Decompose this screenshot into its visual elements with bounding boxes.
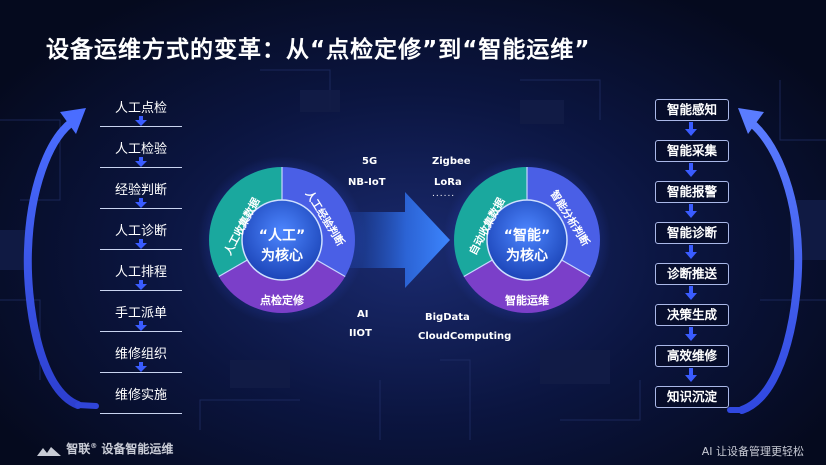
down-arrow-icon — [685, 122, 697, 136]
smart-step: 决策生成 — [649, 304, 733, 345]
tech-label-ellipsis: ...... — [432, 189, 456, 199]
smart-step: 智能报警 — [649, 181, 733, 222]
down-arrow-icon — [135, 116, 147, 126]
tech-label-lora: LoRa — [434, 177, 462, 188]
down-arrow-icon — [135, 280, 147, 290]
tech-label-iiot: IIOT — [349, 328, 372, 339]
tech-label-cloudcomputing: CloudComputing — [418, 331, 512, 342]
left-core-line2: 为核心 — [261, 247, 303, 264]
logo-brand: 智联 — [66, 442, 91, 456]
manual-step: 经验判断 — [96, 176, 186, 217]
manual-step-underline — [100, 413, 182, 414]
left-seg-bottom-label: 点检定修 — [260, 293, 305, 307]
down-arrow-icon — [685, 245, 697, 259]
manual-step-underline — [100, 331, 182, 332]
smart-step: 诊断推送 — [649, 263, 733, 304]
smart-step-label: 智能诊断 — [655, 222, 729, 244]
right-seg-bottom-label: 智能运维 — [505, 293, 549, 307]
left-core — [241, 199, 323, 281]
down-arrow-icon — [685, 204, 697, 218]
smart-step: 高效维修 — [649, 345, 733, 386]
right-core-line1: “智能” — [504, 227, 550, 244]
smart-step: 智能感知 — [649, 99, 733, 140]
down-arrow-icon — [685, 286, 697, 300]
manual-step-underline — [100, 249, 182, 250]
footer-slogan: AI 让设备管理更轻松 — [701, 445, 804, 458]
smart-step: 智能诊断 — [649, 222, 733, 263]
manual-step: 人工诊断 — [96, 217, 186, 258]
smart-step-label: 决策生成 — [655, 304, 729, 326]
manual-step-label: 人工点检 — [114, 101, 167, 116]
manual-step-underline — [100, 372, 182, 373]
down-arrow-icon — [135, 321, 147, 331]
manual-step-underline — [100, 208, 182, 209]
manual-step-label: 人工排程 — [114, 265, 167, 280]
tech-label-bigdata: BigData — [425, 312, 470, 323]
manual-process-list: 人工点检人工检验经验判断人工诊断人工排程手工派单维修组织维修实施 — [96, 94, 186, 422]
smart-step-label: 知识沉淀 — [655, 386, 729, 408]
manual-step-label: 维修实施 — [114, 388, 167, 403]
smart-step-label: 高效维修 — [655, 345, 729, 367]
manual-step: 维修实施 — [96, 381, 186, 422]
manual-step: 人工排程 — [96, 258, 186, 299]
logo-registered: ® — [90, 442, 98, 450]
down-arrow-icon — [135, 362, 147, 372]
left-loop-arc — [23, 118, 82, 409]
page-title: 设备运维方式的变革：从“点检定修”到“智能运维” — [46, 37, 591, 63]
manual-step-underline — [100, 167, 182, 168]
down-arrow-icon — [685, 327, 697, 341]
smart-step-label: 诊断推送 — [655, 263, 729, 285]
manual-step: 人工点检 — [96, 94, 186, 135]
down-arrow-icon — [685, 368, 697, 382]
smart-step-label: 智能报警 — [655, 181, 729, 203]
manual-step-label: 人工检验 — [114, 142, 167, 157]
right-loop-arc — [738, 118, 803, 414]
down-arrow-icon — [685, 163, 697, 177]
footer-logo: 智联® 设备智能运维 — [36, 440, 173, 457]
down-arrow-icon — [135, 239, 147, 249]
manual-step: 手工派单 — [96, 299, 186, 340]
tech-label-zigbee: Zigbee — [432, 156, 471, 167]
manual-step: 维修组织 — [96, 340, 186, 381]
down-arrow-icon — [135, 157, 147, 167]
manual-step: 人工检验 — [96, 135, 186, 176]
smart-process-list: 智能感知智能采集智能报警智能诊断诊断推送决策生成高效维修知识沉淀 — [649, 99, 733, 427]
manual-step-underline — [100, 290, 182, 291]
manual-step-label: 人工诊断 — [114, 224, 167, 239]
tech-label-nbiot: NB-IoT — [348, 177, 386, 188]
right-loop-arrowhead — [738, 108, 764, 134]
left-core-line1: “人工” — [259, 227, 305, 244]
down-arrow-icon — [135, 198, 147, 208]
logo-tagline: 设备智能运维 — [101, 442, 174, 456]
manual-step-underline — [100, 126, 182, 127]
transformation-arrow — [340, 192, 450, 288]
tech-label-5g: 5G — [362, 156, 378, 167]
right-core — [486, 199, 568, 281]
smart-step: 知识沉淀 — [649, 386, 733, 427]
manual-step-label: 经验判断 — [114, 183, 167, 198]
right-core-line2: 为核心 — [506, 247, 548, 264]
logo-mark-icon — [36, 445, 62, 456]
manual-step-label: 维修组织 — [114, 347, 167, 362]
tech-label-ai: AI — [357, 309, 369, 320]
left-loop-arrowhead — [60, 108, 86, 134]
manual-step-label: 手工派单 — [114, 306, 167, 321]
smart-step: 智能采集 — [649, 140, 733, 181]
smart-step-label: 智能感知 — [655, 99, 729, 121]
smart-step-label: 智能采集 — [655, 140, 729, 162]
